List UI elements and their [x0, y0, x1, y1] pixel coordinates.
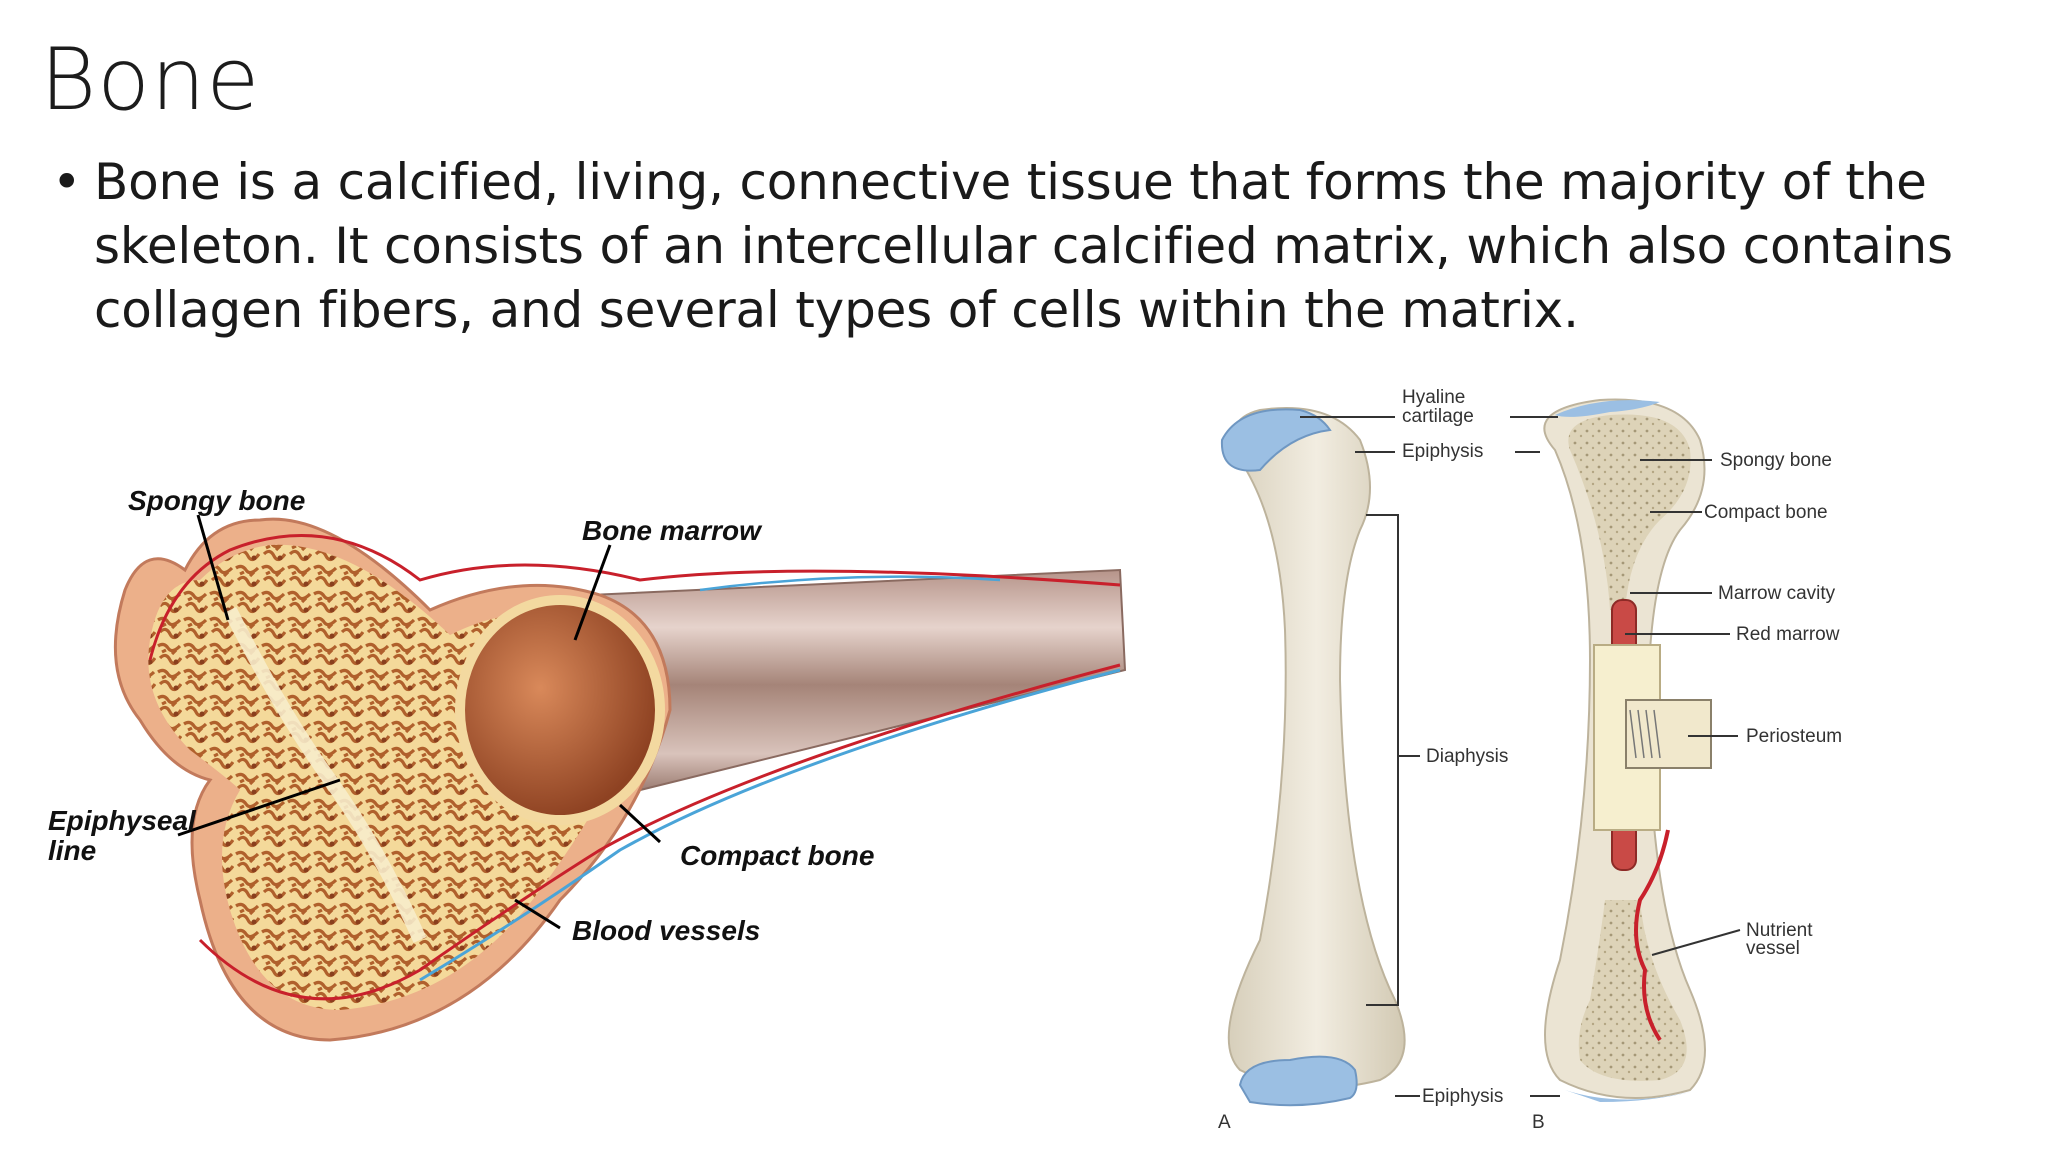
- diaphysis-bracket: [1366, 515, 1398, 1005]
- label-hyaline-1: Hyaline: [1402, 387, 1465, 408]
- label-nutrient-2: vessel: [1746, 938, 1800, 959]
- bone-cross-section-diagram: Spongy bone Bone marrow Epiphyseal line …: [48, 485, 1125, 1040]
- label-blood-vessels: Blood vessels: [572, 915, 760, 946]
- bullet-marker: •: [52, 150, 94, 214]
- label-panel-b: B: [1532, 1112, 1545, 1133]
- label-compact-bone-r: Compact bone: [1704, 502, 1828, 523]
- bullet-line-2: skeleton. It consists of an intercellula…: [94, 214, 1953, 278]
- bullet-point: • Bone is a calcified, living, connectiv…: [52, 150, 1992, 342]
- label-panel-a: A: [1218, 1112, 1231, 1133]
- label-compact-bone: Compact bone: [680, 840, 874, 871]
- label-bone-marrow: Bone marrow: [582, 515, 763, 546]
- label-hyaline-2: cartilage: [1402, 406, 1474, 427]
- bone-marrow: [460, 600, 660, 820]
- label-red-marrow: Red marrow: [1736, 624, 1840, 645]
- label-epiphyseal-line-2: line: [48, 835, 96, 866]
- label-epiphysis-top: Epiphysis: [1402, 441, 1483, 462]
- slide-title: Bone: [40, 30, 260, 130]
- label-periosteum: Periosteum: [1746, 726, 1842, 747]
- long-bone-diagram: Hyaline cartilage Epiphysis Diaphysis Ep…: [1218, 387, 1842, 1133]
- figure-area: Spongy bone Bone marrow Epiphyseal line …: [0, 380, 2048, 1152]
- label-spongy-bone: Spongy bone: [128, 485, 305, 516]
- label-epiphyseal-line-1: Epiphyseal: [48, 805, 197, 836]
- bone-a-outline: [1229, 408, 1405, 1088]
- label-epiphysis-bottom: Epiphysis: [1422, 1086, 1503, 1107]
- bullet-text: Bone is a calcified, living, connective …: [94, 150, 1953, 342]
- label-spongy-bone-r: Spongy bone: [1720, 450, 1832, 471]
- label-marrow-cavity: Marrow cavity: [1718, 583, 1836, 604]
- bullet-line-1: Bone is a calcified, living, connective …: [94, 150, 1953, 214]
- label-diaphysis: Diaphysis: [1426, 746, 1508, 767]
- bullet-line-3: collagen fibers, and several types of ce…: [94, 278, 1953, 342]
